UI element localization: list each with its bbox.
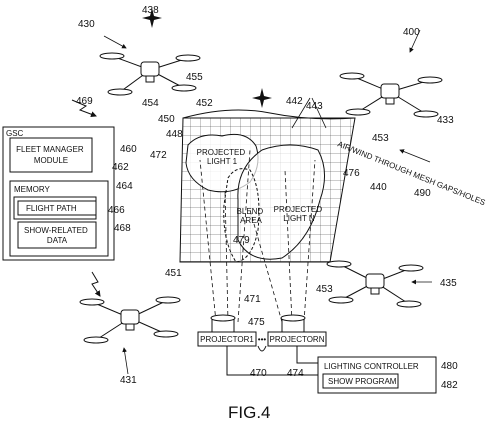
- ref-453-top: 453: [372, 133, 389, 144]
- ref-448: 448: [166, 129, 183, 140]
- ref-490: 490: [414, 188, 431, 199]
- ref-435: 435: [440, 278, 457, 289]
- show-data-label: SHOW-RELATED DATA: [24, 226, 90, 245]
- ref-468: 468: [114, 223, 131, 234]
- ref-400: 400: [403, 27, 420, 38]
- gsc-box: [2, 126, 115, 261]
- compass-rose-icon: [252, 88, 272, 108]
- ref-476: 476: [343, 168, 360, 179]
- ref-443: 443: [306, 101, 323, 112]
- ref-442: 442: [286, 96, 303, 107]
- show-program-label: SHOW PROGRAM: [328, 377, 397, 386]
- drone-433: [339, 72, 443, 118]
- projector-n: [267, 314, 327, 347]
- blend-area-region: [223, 168, 260, 263]
- lighting-controller-box: [317, 356, 437, 394]
- ref-475: 475: [248, 317, 265, 328]
- ref-464: 464: [116, 181, 133, 192]
- ref-470: 470: [250, 368, 267, 379]
- memory-label: MEMORY: [14, 185, 51, 194]
- ref-455: 455: [186, 72, 203, 83]
- ref-471: 471: [244, 294, 261, 305]
- ref-440: 440: [370, 182, 387, 193]
- projected-light-n-region: [237, 144, 325, 260]
- gsc-title: GSC: [6, 129, 24, 138]
- projector-1: [197, 314, 257, 347]
- ref-480: 480: [441, 361, 458, 372]
- projection-beams: [199, 149, 316, 323]
- projected-light-n-label: PROJECTED LIGHT N: [274, 205, 325, 223]
- ref-462: 462: [112, 162, 129, 173]
- ref-482: 482: [441, 380, 458, 391]
- blend-area-label: BLEND AREA: [237, 207, 266, 225]
- ref-451: 451: [165, 268, 182, 279]
- ref-479: 479: [233, 235, 250, 246]
- drone-435: [326, 260, 424, 308]
- control-wiring: [226, 345, 318, 376]
- ref-438: 438: [142, 5, 159, 16]
- ref-472: 472: [150, 150, 167, 161]
- ref-430: 430: [78, 19, 95, 30]
- drone-431: [79, 296, 181, 344]
- ref-474: 474: [287, 368, 304, 379]
- ref-431: 431: [120, 375, 137, 386]
- compass-rose-icon: [142, 8, 162, 28]
- projector-1-label: PROJECTOR1: [200, 335, 254, 344]
- ref-453-right: 453: [316, 284, 333, 295]
- lighting-controller-label: LIGHTING CONTROLLER: [324, 362, 419, 371]
- ref-452: 452: [196, 98, 213, 109]
- ref-466: 466: [108, 205, 125, 216]
- figure-label: FIG.4: [228, 403, 271, 422]
- ref-460: 460: [120, 144, 137, 155]
- leader-lines: [103, 29, 432, 375]
- wireless-links: [71, 99, 101, 297]
- drone-430: [99, 52, 201, 96]
- projected-light-1-label: PROJECTED LIGHT 1: [197, 148, 248, 166]
- ref-450: 450: [158, 114, 175, 125]
- fleet-manager-label: FLEET MANAGER MODULE: [16, 145, 86, 165]
- projector-ellipsis: •••: [258, 335, 267, 344]
- flight-path-label: FLIGHT PATH: [26, 204, 77, 213]
- ref-454: 454: [142, 98, 159, 109]
- ref-469: 469: [76, 96, 93, 107]
- ref-433: 433: [437, 115, 454, 126]
- projector-n-label: PROJECTORN: [270, 335, 325, 344]
